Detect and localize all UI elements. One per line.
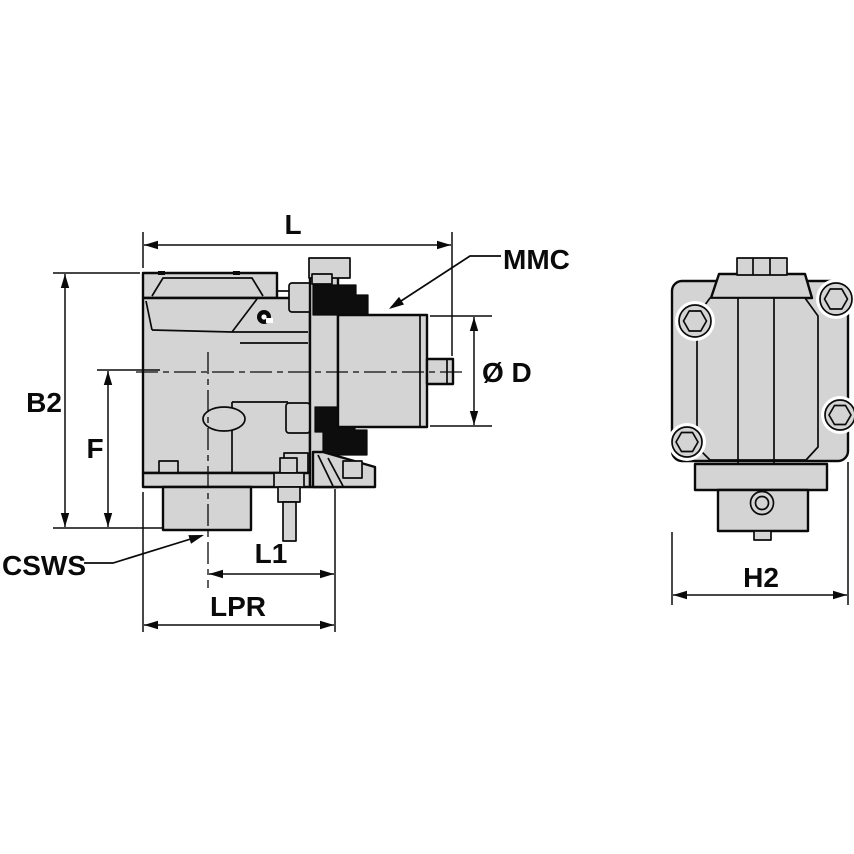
arrowhead bbox=[320, 620, 334, 630]
hex-bolt-icon bbox=[682, 310, 708, 332]
arrowhead bbox=[673, 590, 687, 600]
flange-tab-notch bbox=[311, 273, 333, 285]
arrowhead bbox=[60, 513, 70, 527]
leader-line-csws bbox=[84, 534, 203, 564]
side-top-key bbox=[736, 257, 788, 276]
wedge-notch bbox=[342, 460, 363, 479]
dim-label-f: F bbox=[86, 433, 103, 464]
shank-screw-inner bbox=[754, 495, 770, 511]
dimensions: L MMC B2 F Ø D CSWS L1 LPR H2 bbox=[2, 209, 849, 632]
clamp-block-bottom bbox=[285, 402, 311, 434]
dim-label-b2: B2 bbox=[26, 387, 62, 418]
side-top-cap bbox=[709, 272, 814, 300]
leader-label-mmc: MMC bbox=[503, 244, 570, 275]
wedge-hatch-line bbox=[327, 457, 344, 487]
hex-bolt-icon bbox=[675, 431, 699, 453]
shank-block bbox=[161, 485, 253, 532]
corner-bolts bbox=[668, 279, 854, 461]
arrowhead bbox=[469, 411, 479, 425]
seal-ring-top bbox=[312, 284, 369, 316]
housing-body bbox=[141, 296, 312, 475]
arrowhead bbox=[320, 569, 334, 579]
body-diagonal-line bbox=[231, 298, 258, 333]
body-chamfer-line bbox=[145, 300, 153, 331]
set-screw-notch bbox=[266, 318, 273, 323]
dim-label-lpr: LPR bbox=[210, 591, 266, 622]
leader-label-csws: CSWS bbox=[2, 550, 86, 581]
arrowhead bbox=[833, 590, 847, 600]
cap-tick bbox=[233, 271, 240, 275]
arrowhead bbox=[437, 240, 451, 250]
dim-label-h2: H2 bbox=[743, 562, 779, 593]
set-screw-hole bbox=[261, 314, 267, 320]
oil-sight-window bbox=[202, 406, 246, 432]
front-view bbox=[136, 257, 464, 588]
dim-label-l1: L1 bbox=[255, 538, 288, 569]
arrowhead bbox=[103, 371, 113, 385]
dim-label-l: L bbox=[284, 209, 301, 240]
clamp-screw-head bbox=[279, 457, 298, 474]
spindle-cylinder bbox=[336, 313, 429, 429]
cap-tick bbox=[158, 271, 165, 275]
arrowhead bbox=[188, 535, 204, 544]
leader-line-mmc bbox=[390, 255, 501, 309]
arrowhead bbox=[389, 296, 404, 309]
dim-label-diameter-d: Ø D bbox=[482, 357, 532, 388]
arrowhead bbox=[60, 274, 70, 288]
set-screw-icon bbox=[257, 310, 273, 324]
clamp-screw-shaft bbox=[282, 501, 297, 542]
side-inner-body bbox=[696, 297, 819, 461]
clamp-screw bbox=[273, 457, 305, 542]
cap-inner-line bbox=[151, 277, 264, 297]
side-step-band bbox=[693, 462, 829, 492]
side-view bbox=[668, 257, 854, 541]
arrowhead bbox=[103, 513, 113, 527]
arrowhead bbox=[144, 240, 158, 250]
hex-bolt-icon bbox=[828, 404, 852, 426]
clamp-screw-collar bbox=[277, 486, 301, 503]
body-step-line bbox=[151, 329, 233, 333]
hex-bolt-icon bbox=[823, 288, 849, 310]
arrowhead bbox=[209, 569, 223, 579]
clamp-screw-nut bbox=[273, 472, 305, 488]
body-notch bbox=[158, 460, 179, 474]
arrowhead bbox=[469, 317, 479, 331]
wedge-hatch-line bbox=[317, 454, 334, 487]
arrowhead bbox=[144, 620, 158, 630]
side-bottom-tab bbox=[753, 530, 772, 541]
